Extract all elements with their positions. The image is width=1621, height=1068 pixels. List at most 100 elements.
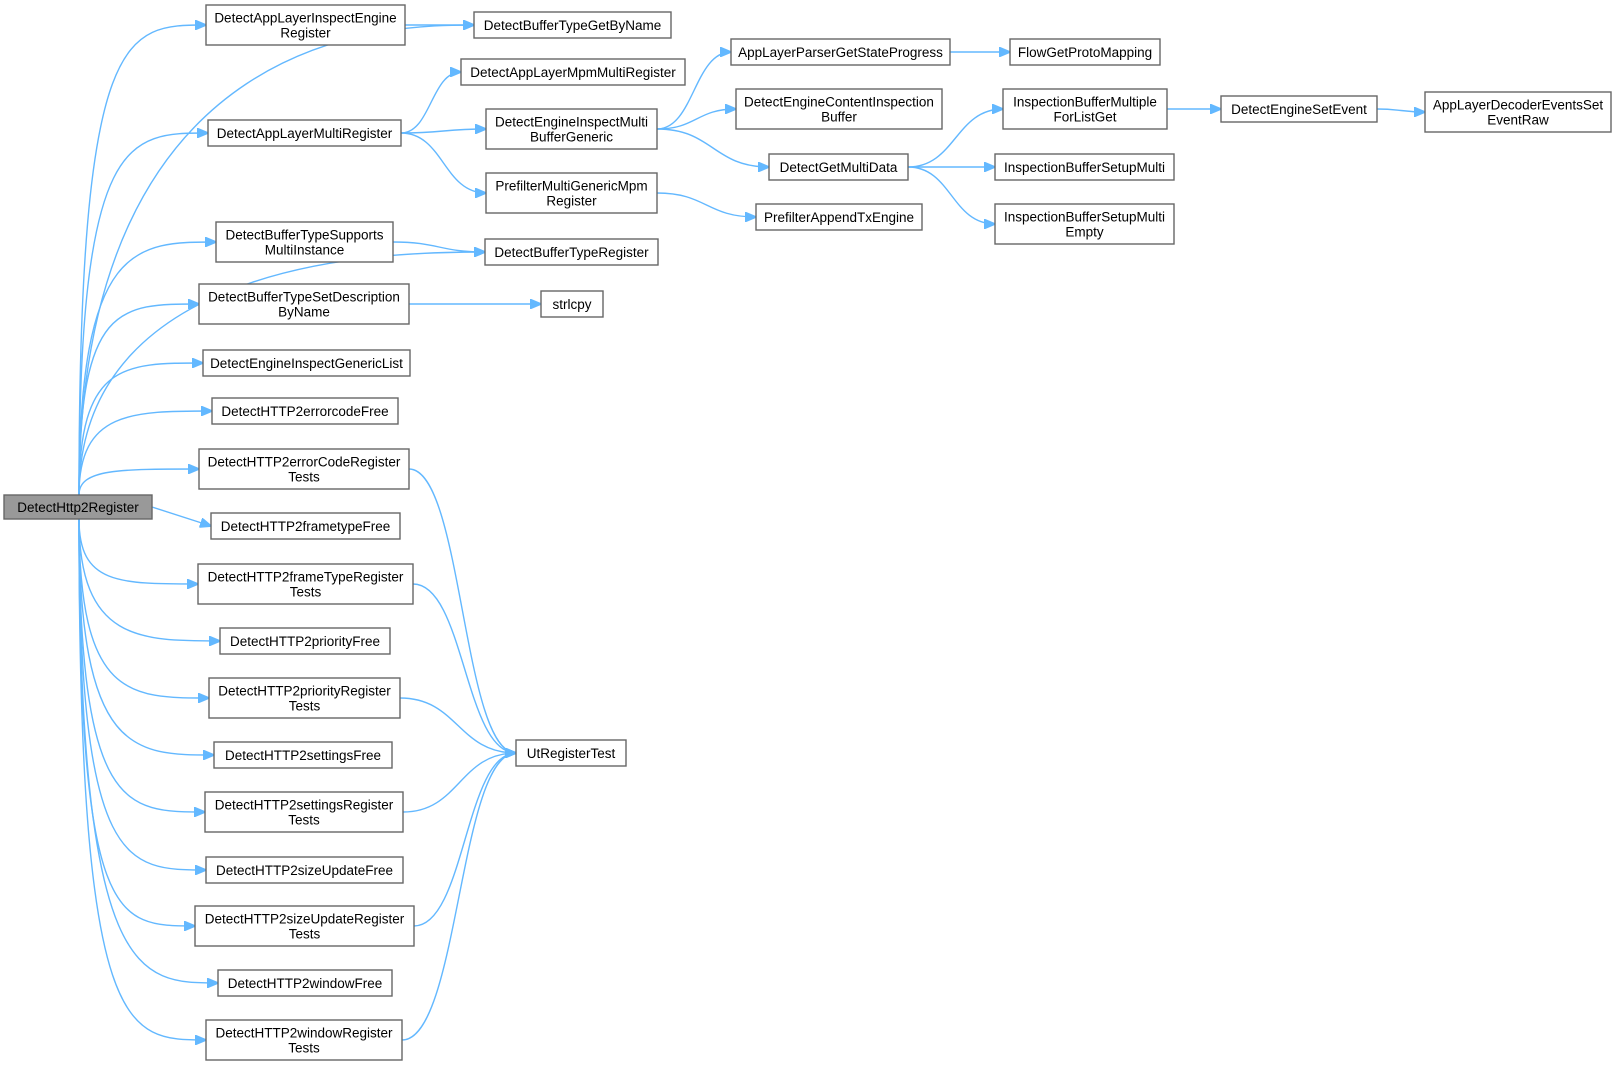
- node-box[interactable]: [205, 4, 406, 46]
- node-fgpm[interactable]: FlowGetProtoMapping: [1009, 38, 1161, 66]
- node-box[interactable]: [211, 397, 399, 425]
- node-label: Tests: [288, 813, 320, 828]
- node-label: ForListGet: [1053, 110, 1116, 125]
- node-label: InspectionBufferSetupMulti: [1004, 210, 1165, 225]
- node-label: DetectBufferTypeSupports: [225, 228, 383, 243]
- node-box[interactable]: [755, 203, 923, 231]
- node-btgbn[interactable]: DetectBufferTypeGetByName: [473, 11, 672, 39]
- edge-eimbg-to-ecib: [656, 109, 736, 130]
- node-label: MultiInstance: [265, 243, 345, 258]
- node-box[interactable]: [1220, 95, 1378, 123]
- node-strlcpy[interactable]: strlcpy: [540, 290, 604, 318]
- node-box[interactable]: [202, 349, 411, 377]
- node-box[interactable]: [735, 88, 943, 130]
- node-box[interactable]: [197, 563, 414, 605]
- node-box[interactable]: [484, 238, 659, 266]
- node-box[interactable]: [204, 791, 404, 833]
- node-box[interactable]: [198, 283, 410, 325]
- edge-eimbg-to-gmd: [656, 128, 769, 167]
- node-label: DetectEngineInspectMulti: [495, 115, 648, 130]
- node-gmd[interactable]: DetectGetMultiData: [768, 153, 909, 181]
- edge-pmgmr-to-pate: [656, 192, 756, 217]
- node-ammr[interactable]: DetectAppLayerMpmMultiRegister: [460, 58, 686, 86]
- edge-srt-to-urt: [402, 753, 516, 813]
- node-btr[interactable]: DetectBufferTypeRegister: [484, 238, 659, 266]
- node-box[interactable]: [194, 905, 415, 947]
- node-box[interactable]: [994, 153, 1175, 181]
- edge-root-to-prt: [78, 518, 209, 698]
- node-box[interactable]: [1009, 38, 1161, 66]
- node-box[interactable]: [1002, 88, 1168, 130]
- node-box[interactable]: [994, 203, 1175, 245]
- node-alpgsp[interactable]: AppLayerParserGetStateProgress: [730, 38, 951, 66]
- node-label: DetectEngineContentInspection: [744, 95, 934, 110]
- edge-gmd-to-ibsme: [907, 166, 995, 224]
- node-label: BufferGeneric: [530, 130, 613, 145]
- node-box[interactable]: [515, 739, 627, 767]
- edges-layer: [78, 25, 1425, 1040]
- node-box[interactable]: [198, 448, 410, 490]
- node-box[interactable]: [540, 290, 604, 318]
- node-box[interactable]: [730, 38, 951, 66]
- node-ecf[interactable]: DetectHTTP2errorcodeFree: [211, 397, 399, 425]
- node-label: DetectHTTP2windowRegister: [215, 1026, 393, 1041]
- node-label: DetectAppLayerMultiRegister: [217, 126, 393, 141]
- node-label: DetectEngineSetEvent: [1231, 102, 1367, 117]
- edge-ftrt-to-urt: [412, 583, 516, 753]
- edge-root-to-ecf: [78, 411, 212, 496]
- node-urt[interactable]: UtRegisterTest: [515, 739, 627, 767]
- node-box[interactable]: [485, 172, 658, 214]
- node-box[interactable]: [217, 969, 393, 997]
- node-label: strlcpy: [552, 297, 591, 312]
- edge-root-to-btr: [78, 252, 485, 496]
- node-amr[interactable]: DetectAppLayerMultiRegister: [207, 119, 402, 147]
- node-box[interactable]: [208, 677, 401, 719]
- edge-ese-to-aldese: [1376, 109, 1425, 112]
- node-label: AppLayerDecoderEventsSet: [1433, 98, 1604, 113]
- edge-root-to-eigl: [78, 363, 203, 496]
- node-box[interactable]: [210, 512, 401, 540]
- node-box[interactable]: [205, 856, 404, 884]
- node-box[interactable]: [215, 221, 394, 263]
- node-label: DetectEngineInspectGenericList: [210, 356, 403, 371]
- node-wf[interactable]: DetectHTTP2windowFree: [217, 969, 393, 997]
- node-box[interactable]: [213, 741, 393, 769]
- node-box[interactable]: [207, 119, 402, 147]
- node-box[interactable]: [473, 11, 672, 39]
- node-eigl[interactable]: DetectEngineInspectGenericList: [202, 349, 411, 377]
- node-box[interactable]: [205, 1019, 403, 1061]
- node-box[interactable]: [460, 58, 686, 86]
- node-label: DetectHTTP2sizeUpdateFree: [216, 863, 393, 878]
- node-pate[interactable]: PrefilterAppendTxEngine: [755, 203, 923, 231]
- node-label: DetectHTTP2errorCodeRegister: [208, 455, 401, 470]
- node-box[interactable]: [485, 108, 658, 150]
- node-sf[interactable]: DetectHTTP2settingsFree: [213, 741, 393, 769]
- node-root[interactable]: DetectHttp2Register: [3, 494, 153, 520]
- node-pf[interactable]: DetectHTTP2priorityFree: [219, 627, 391, 655]
- node-ese[interactable]: DetectEngineSetEvent: [1220, 95, 1378, 123]
- node-ibsm[interactable]: InspectionBufferSetupMulti: [994, 153, 1175, 181]
- node-box[interactable]: [1424, 91, 1612, 133]
- node-box[interactable]: [219, 627, 391, 655]
- node-label: DetectBufferTypeRegister: [494, 245, 649, 260]
- node-ftf[interactable]: DetectHTTP2frametypeFree: [210, 512, 401, 540]
- node-label: DetectHTTP2priorityRegister: [218, 684, 391, 699]
- node-box[interactable]: [768, 153, 909, 181]
- node-box[interactable]: [3, 494, 153, 520]
- node-suf[interactable]: DetectHTTP2sizeUpdateFree: [205, 856, 404, 884]
